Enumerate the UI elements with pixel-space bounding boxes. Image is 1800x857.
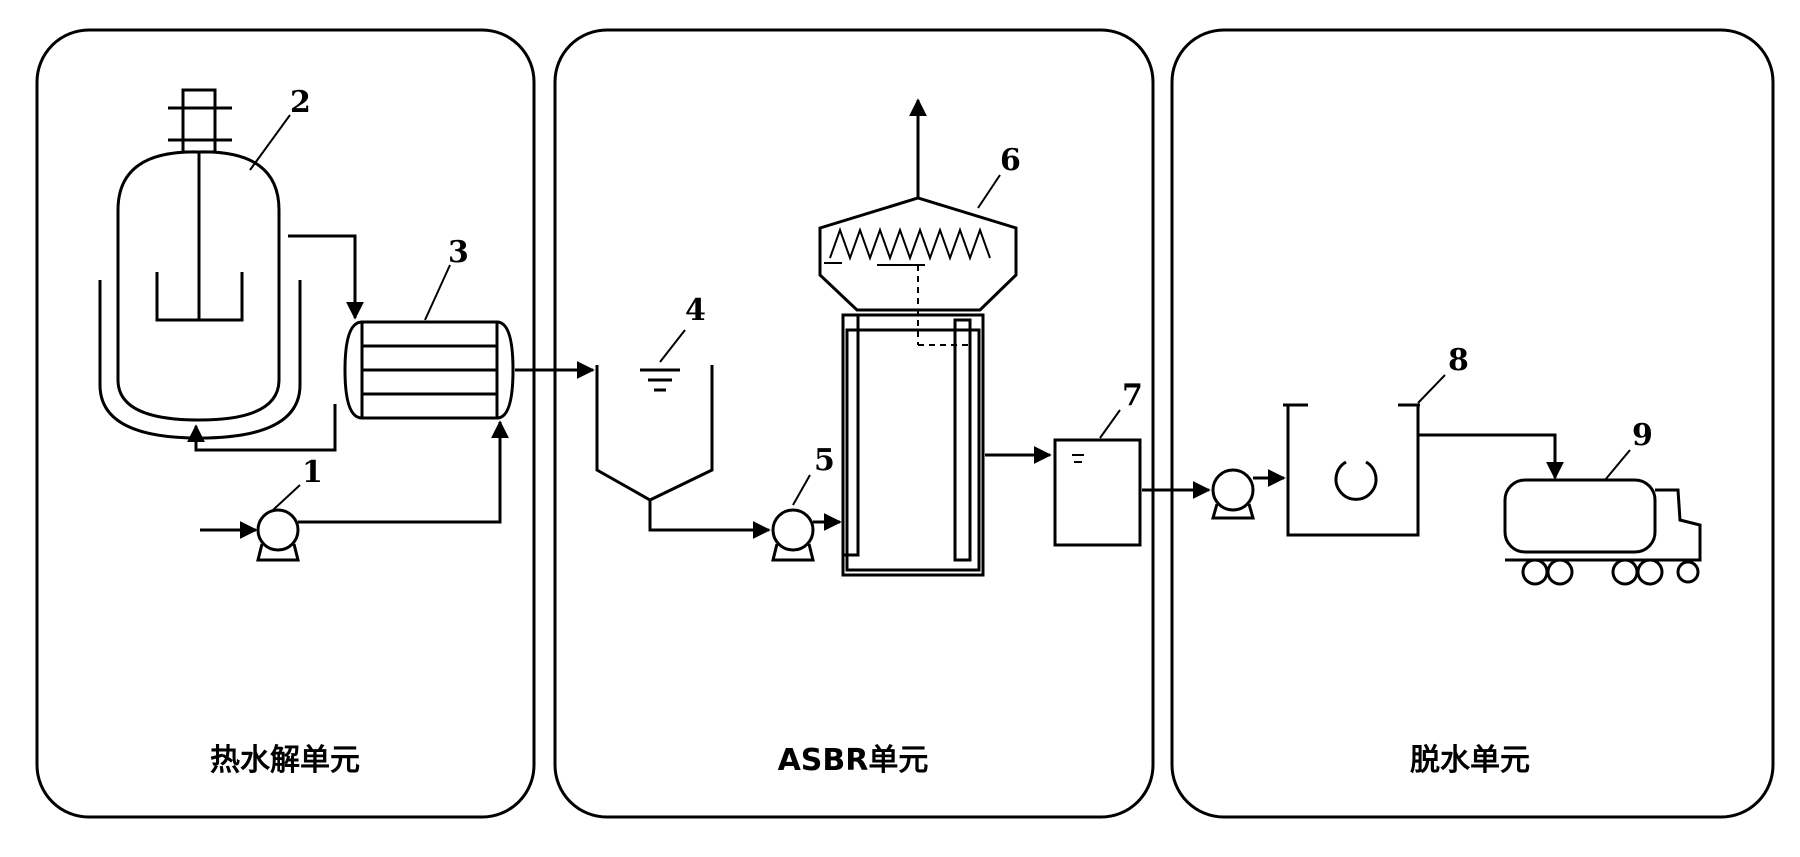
callout-9: 9: [1604, 418, 1653, 481]
tanker-truck: [1503, 478, 1702, 586]
callout-4: 4: [659, 293, 706, 363]
thermal-unit-piping: [187, 234, 509, 539]
dewatering-pump: [1211, 468, 1255, 520]
dewatering-unit-label: 脱水单元: [1410, 743, 1530, 778]
callout-9-label: 9: [1632, 418, 1653, 453]
asbr-unit-label: ASBR单元: [778, 743, 929, 778]
asbr-feed-pump: [771, 508, 815, 562]
callout-4-label: 4: [685, 293, 706, 328]
buffer-tank: [595, 365, 714, 502]
thermal-hydrolysis-unit-label: 热水解单元: [210, 743, 360, 778]
dewatering-unit-piping: [1142, 433, 1564, 499]
callout-3: 3: [424, 235, 469, 321]
effluent-tank: [1053, 438, 1142, 547]
callout-5: 5: [792, 443, 835, 506]
callout-3-label: 3: [448, 235, 469, 270]
thermal-hydrolysis-unit-panel: [35, 28, 536, 819]
callout-6-label: 6: [1000, 143, 1021, 178]
callout-1-label: 1: [302, 455, 323, 490]
asbr-unit-panel: [553, 28, 1155, 819]
callout-2: 2: [249, 85, 311, 171]
callout-5-label: 5: [814, 443, 835, 478]
heat-exchanger: [343, 320, 515, 420]
asbr-unit-piping: [515, 361, 1052, 539]
callout-2-label: 2: [290, 85, 311, 120]
feed-pump: [256, 508, 300, 562]
asbr-reactor: [818, 98, 1018, 577]
callout-8: 8: [1417, 343, 1469, 404]
callout-7-label: 7: [1122, 378, 1143, 413]
dewatering-tank: [1283, 403, 1420, 537]
callout-1: 1: [272, 455, 323, 511]
callout-6: 6: [977, 143, 1021, 209]
dewatering-unit-panel: [1170, 28, 1775, 819]
callout-8-label: 8: [1448, 343, 1469, 378]
callout-7: 7: [1099, 378, 1143, 439]
